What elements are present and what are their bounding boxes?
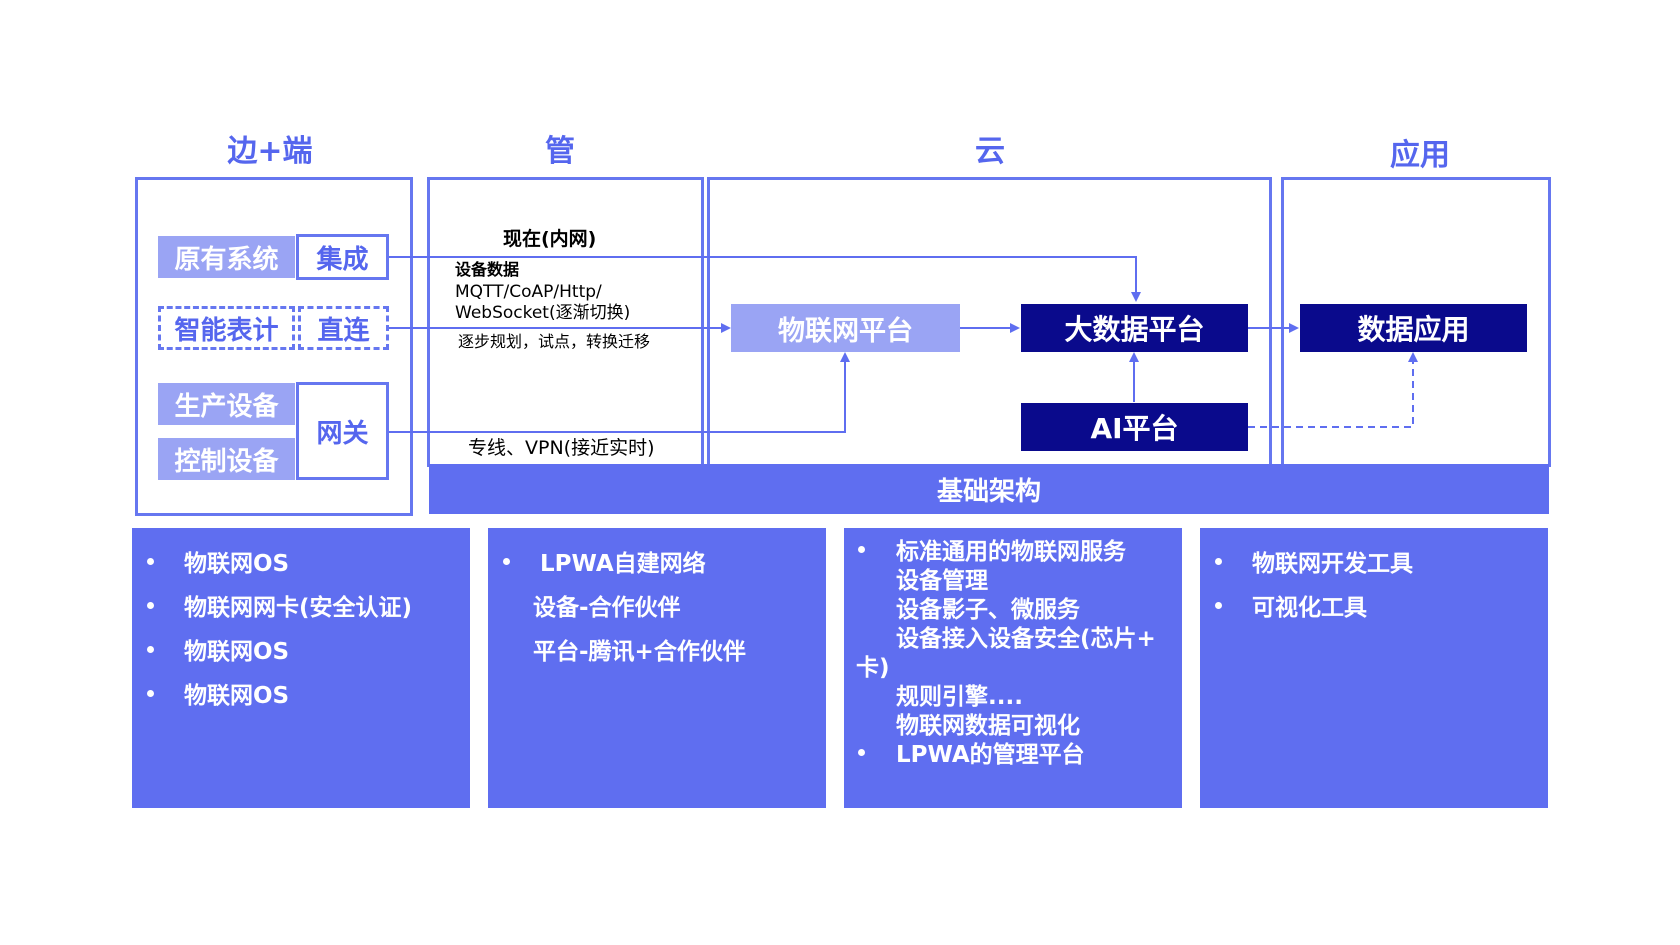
protocols-label: MQTT/CoAP/Http/ (455, 282, 602, 302)
edge-frame (135, 177, 413, 516)
bigdata-platform-block: 大数据平台 (1021, 304, 1248, 352)
app-panel: 物联网开发工具 可视化工具 (1200, 528, 1548, 808)
pipe-panel-bullet: LPWA自建网络 (540, 551, 706, 577)
cloud-panel-bullet: LPWA的管理平台 (896, 742, 1085, 768)
edge-panel-item: 物联网OS (184, 639, 290, 665)
pipe-panel-line: 设备-合作伙伴 (533, 595, 681, 621)
integrate-box: 集成 (296, 234, 389, 280)
bullet-dot (147, 558, 154, 565)
control-device-label: 控制设备 (158, 438, 295, 480)
cloud-panel-line: 设备管理 (896, 568, 988, 594)
bullet-dot (147, 646, 154, 653)
production-device-label: 生产设备 (158, 383, 295, 425)
ai-platform-block: AI平台 (1021, 403, 1248, 451)
bullet-dot (1215, 558, 1222, 565)
gateway-box: 网关 (296, 382, 389, 480)
app-panel-item: 物联网开发工具 (1252, 551, 1413, 577)
iot-platform-block: 物联网平台 (731, 304, 960, 352)
integrate-arrow (389, 256, 1141, 302)
data-application-block: 数据应用 (1300, 304, 1527, 352)
infrastructure-bar: 基础架构 (429, 464, 1549, 514)
ai-to-app-dashed-arrow (1248, 352, 1418, 428)
edge-panel: 物联网OS 物联网网卡(安全认证) 物联网OS 物联网OS (132, 528, 470, 808)
column-title-edge: 边+端 (227, 134, 313, 169)
cloud-panel-line: 物联网数据可视化 (896, 713, 1080, 739)
edge-panel-item: 物联网OS (184, 683, 290, 709)
now-intranet-label: 现在(内网) (503, 228, 597, 250)
legacy-system-label: 原有系统 (158, 236, 295, 278)
app-panel-item: 可视化工具 (1252, 595, 1367, 621)
cloud-panel: 标准通用的物联网服务 设备管理 设备影子、微服务 设备接入设备安全(芯片+ 卡)… (844, 528, 1182, 808)
bullet-dot (1215, 602, 1222, 609)
dedicated-line-label: 专线、VPN(接近实时) (468, 437, 655, 459)
direct-box: 直连 (298, 306, 389, 350)
gateway-arrow (389, 352, 850, 433)
websocket-label: WebSocket(逐渐切换) (455, 303, 631, 323)
cloud-panel-bullet: 标准通用的物联网服务 (896, 539, 1126, 565)
device-data-label: 设备数据 (455, 260, 520, 279)
pipe-panel: LPWA自建网络 设备-合作伙伴 平台-腾讯+合作伙伴 (488, 528, 826, 808)
cloud-panel-line: 设备接入设备安全(芯片+ (896, 626, 1156, 652)
bullet-dot (858, 546, 865, 553)
migration-label: 逐步规划，试点，转换迁移 (458, 332, 651, 351)
edge-panel-item: 物联网网卡(安全认证) (184, 595, 413, 621)
column-title-cloud: 云 (975, 134, 1005, 169)
cloud-panel-line: 设备影子、微服务 (896, 597, 1080, 623)
cloud-panel-line-wrap: 卡) (856, 655, 890, 681)
bullet-dot (147, 690, 154, 697)
bullet-dot (503, 558, 510, 565)
column-title-pipe: 管 (545, 134, 575, 169)
pipe-panel-line: 平台-腾讯+合作伙伴 (533, 639, 746, 665)
column-title-app: 应用 (1390, 138, 1450, 173)
bullet-dot (147, 602, 154, 609)
smart-meter-label: 智能表计 (158, 306, 295, 350)
bullet-dot (858, 749, 865, 756)
edge-panel-item: 物联网OS (184, 551, 290, 577)
cloud-panel-line: 规则引擎.... (896, 684, 1023, 710)
